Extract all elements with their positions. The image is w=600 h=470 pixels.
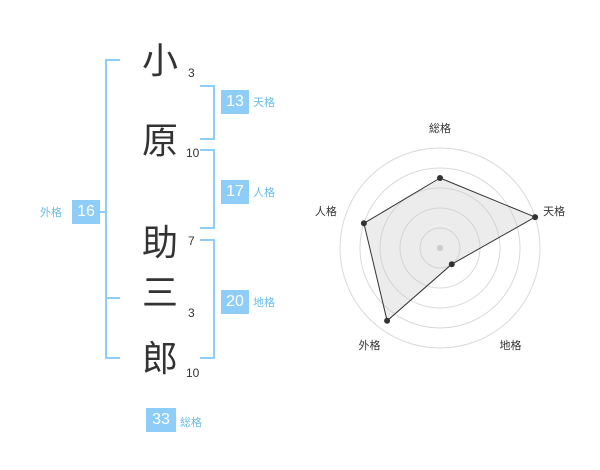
radar-point-4 — [384, 317, 391, 324]
stroke-count-2: 10 — [186, 146, 200, 160]
radar-ring-3 — [379, 187, 501, 309]
bracket-lines — [98, 59, 215, 359]
stroke-count-5: 10 — [186, 366, 200, 380]
gaikaku-value-badge: 16 — [72, 200, 100, 224]
name-char-5: 郎 — [141, 339, 178, 380]
chikaku-label: 地格 — [253, 296, 275, 309]
name-char-1: 小 — [141, 41, 178, 82]
tenkaku-label: 天格 — [253, 96, 275, 109]
radar-point-3 — [448, 261, 455, 268]
stroke-count-3: 7 — [188, 234, 195, 248]
radar-axis-label-5: 人格 — [315, 204, 337, 218]
gaikaku-label: 外格 — [40, 206, 62, 219]
chikaku-value-badge: 20 — [221, 290, 249, 314]
jinkaku-label: 人格 — [253, 186, 275, 199]
jinkaku-bracket — [200, 149, 215, 229]
radar-axis-label-4: 外格 — [359, 338, 381, 352]
soukaku-value-badge: 33 — [146, 408, 176, 432]
radar-ring-4 — [359, 167, 521, 329]
stroke-count-4: 3 — [188, 306, 195, 320]
chikaku-bracket — [200, 239, 215, 359]
radar-axis-label-1: 総格 — [429, 121, 451, 135]
radar-axis-label-3: 地格 — [500, 338, 522, 352]
radar-point-1 — [437, 175, 443, 181]
stroke-count-1: 3 — [188, 66, 195, 80]
name-char-2: 原 — [141, 121, 178, 162]
name-char-4: 三 — [141, 273, 178, 314]
gaikaku-bracket — [105, 59, 120, 359]
radar-point-5 — [360, 220, 367, 227]
radar-center-dot — [437, 245, 443, 251]
name-char-3: 助 — [141, 223, 178, 264]
radar-point-2 — [532, 214, 539, 221]
radar-ring-1 — [419, 227, 461, 269]
radar-axis-label-2: 天格 — [543, 204, 565, 218]
radar-area — [363, 177, 537, 322]
jinkaku-value-badge: 17 — [221, 180, 249, 204]
soukaku-label: 総格 — [180, 416, 202, 429]
tenkaku-value-badge: 13 — [221, 90, 249, 114]
tenkaku-bracket — [200, 85, 215, 140]
